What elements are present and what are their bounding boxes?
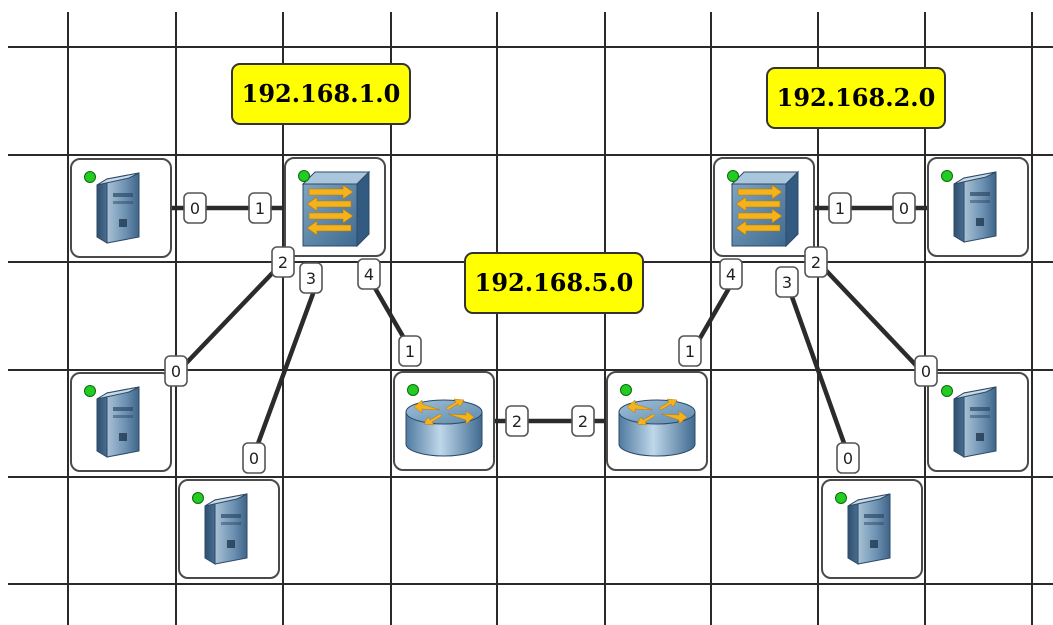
status-light-icon bbox=[407, 384, 419, 396]
port-number: 0 bbox=[843, 449, 853, 468]
port-number: 0 bbox=[171, 362, 181, 381]
port-number: 2 bbox=[578, 412, 588, 431]
port-label: 0 bbox=[892, 192, 916, 224]
pc-pc4[interactable] bbox=[927, 157, 1029, 257]
pc-icon bbox=[96, 172, 140, 244]
port-number: 1 bbox=[405, 342, 415, 361]
port-label: 1 bbox=[248, 192, 272, 224]
port-label: 3 bbox=[775, 266, 799, 298]
port-number: 0 bbox=[190, 199, 200, 218]
port-number: 1 bbox=[685, 342, 695, 361]
pc-pc6[interactable] bbox=[821, 479, 923, 579]
port-label: 4 bbox=[357, 258, 381, 290]
switch-icon bbox=[301, 170, 371, 248]
status-light-icon bbox=[835, 492, 847, 504]
status-light-icon bbox=[84, 385, 96, 397]
pc-icon bbox=[953, 171, 997, 243]
pc-icon bbox=[953, 386, 997, 458]
port-label: 0 bbox=[183, 192, 207, 224]
port-label: 1 bbox=[828, 192, 852, 224]
router-r1[interactable] bbox=[393, 371, 495, 471]
status-light-icon bbox=[620, 384, 632, 396]
switch-sw2[interactable] bbox=[713, 157, 815, 257]
network-label-net2[interactable]: 192.168.2.0 bbox=[766, 67, 946, 129]
port-number: 0 bbox=[899, 199, 909, 218]
link-pc6-sw2[interactable] bbox=[783, 277, 853, 463]
port-number: 0 bbox=[249, 449, 259, 468]
pc-icon bbox=[96, 386, 140, 458]
router-icon bbox=[618, 398, 696, 457]
port-label: 2 bbox=[271, 246, 295, 278]
pc-pc2[interactable] bbox=[70, 372, 172, 472]
port-labels-layer: 0 1 0 2 0 3 1 4 2 2 1 4 0 1 0 2 0 3 bbox=[164, 192, 938, 474]
status-light-icon bbox=[941, 385, 953, 397]
port-number: 2 bbox=[512, 412, 522, 431]
port-number: 0 bbox=[921, 362, 931, 381]
pc-pc1[interactable] bbox=[70, 158, 172, 258]
network-label-net5[interactable]: 192.168.5.0 bbox=[464, 252, 644, 314]
network-address: 192.168.2.0 bbox=[777, 83, 936, 112]
port-label: 2 bbox=[505, 405, 529, 437]
port-number: 4 bbox=[726, 265, 736, 284]
devices-layer bbox=[70, 157, 1029, 579]
port-label: 2 bbox=[571, 405, 595, 437]
port-label: 0 bbox=[914, 355, 938, 387]
port-number: 1 bbox=[255, 199, 265, 218]
switch-sw1[interactable] bbox=[284, 157, 386, 257]
router-r2[interactable] bbox=[606, 371, 708, 471]
port-label: 0 bbox=[242, 442, 266, 474]
port-label: 0 bbox=[164, 355, 188, 387]
port-number: 2 bbox=[811, 253, 821, 272]
pc-pc5[interactable] bbox=[927, 372, 1029, 472]
pc-icon bbox=[204, 493, 248, 565]
link-pc3-sw1[interactable] bbox=[249, 277, 321, 463]
pc-pc3[interactable] bbox=[178, 479, 280, 579]
port-label: 4 bbox=[719, 258, 743, 290]
status-light-icon bbox=[298, 170, 310, 182]
switch-icon bbox=[730, 170, 800, 248]
pc-icon bbox=[847, 493, 891, 565]
network-label-net1[interactable]: 192.168.1.0 bbox=[231, 63, 411, 125]
status-light-icon bbox=[192, 492, 204, 504]
port-number: 3 bbox=[306, 269, 316, 288]
port-label: 1 bbox=[678, 335, 702, 367]
link-pc5-sw2[interactable] bbox=[815, 259, 931, 381]
port-label: 0 bbox=[836, 442, 860, 474]
port-label: 3 bbox=[299, 262, 323, 294]
router-icon bbox=[405, 398, 483, 457]
port-number: 2 bbox=[278, 253, 288, 272]
link-pc2-sw1[interactable] bbox=[169, 259, 286, 381]
status-light-icon bbox=[727, 170, 739, 182]
port-number: 1 bbox=[835, 199, 845, 218]
port-label: 1 bbox=[398, 335, 422, 367]
status-light-icon bbox=[941, 170, 953, 182]
network-address: 192.168.5.0 bbox=[475, 268, 634, 297]
port-label: 2 bbox=[804, 246, 828, 278]
port-number: 4 bbox=[364, 265, 374, 284]
status-light-icon bbox=[84, 171, 96, 183]
network-labels-layer: 192.168.1.0 192.168.2.0 192.168.5.0 bbox=[231, 63, 946, 314]
port-number: 3 bbox=[782, 273, 792, 292]
network-address: 192.168.1.0 bbox=[242, 79, 401, 108]
